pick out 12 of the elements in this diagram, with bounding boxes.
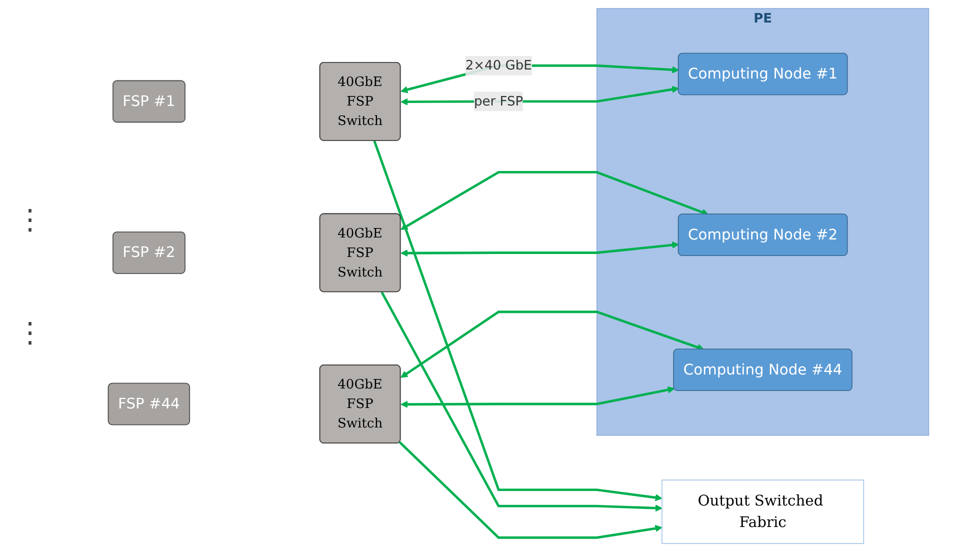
arrow [398, 441, 662, 539]
node-box: Output Switched Fabric [662, 480, 864, 544]
arrow [400, 170, 709, 230]
arrow [400, 310, 704, 378]
vertical-ellipsis: ⋮ [16, 316, 44, 349]
vertical-ellipsis: ⋮ [16, 203, 44, 236]
arrow [400, 386, 675, 408]
arrow [400, 241, 680, 257]
arrow [373, 140, 662, 502]
edge-label: 2×40 GbE [465, 58, 532, 73]
arrow [380, 292, 662, 512]
edge-label: per FSP [474, 93, 524, 109]
